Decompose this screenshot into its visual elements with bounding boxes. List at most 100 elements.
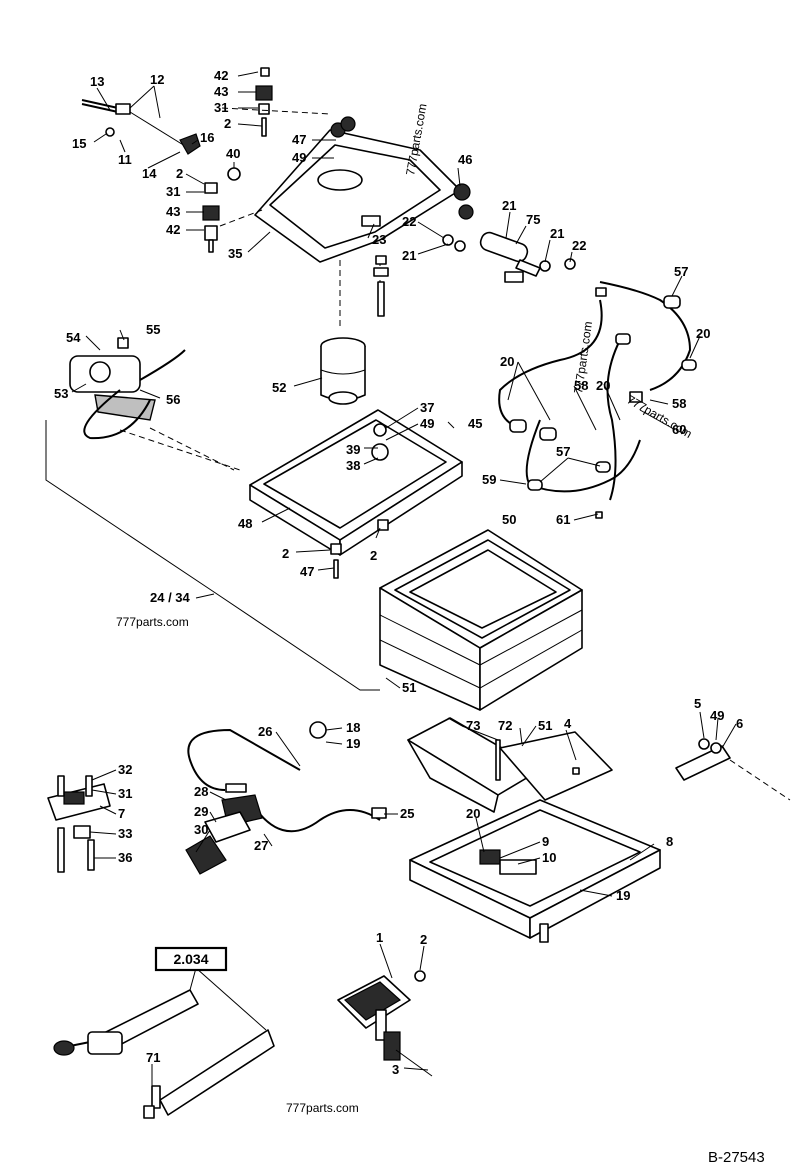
callout-56: 56 xyxy=(166,392,180,407)
callout-1: 1 xyxy=(376,930,383,945)
callout-2: 2 xyxy=(224,116,231,131)
callout-leaders xyxy=(71,71,737,1086)
callout-47: 47 xyxy=(300,564,314,579)
fastener-stack-top xyxy=(255,67,273,137)
callout-21: 21 xyxy=(502,198,516,213)
drawing-code: B-27543 xyxy=(708,1149,765,1166)
callout-31: 31 xyxy=(166,184,180,199)
pedal-assembly xyxy=(185,794,263,875)
callout-16: 16 xyxy=(200,130,214,145)
callout-31: 31 xyxy=(214,100,228,115)
cable-lever-assembly xyxy=(81,99,201,155)
callout-10: 10 xyxy=(542,850,556,865)
callout-58: 58 xyxy=(672,396,686,411)
callout-48: 48 xyxy=(238,516,252,531)
callout-51: 51 xyxy=(402,680,416,695)
callout-46: 46 xyxy=(458,152,472,167)
callout-55: 55 xyxy=(146,322,160,337)
callout-23: 23 xyxy=(372,232,386,247)
callout-57: 57 xyxy=(556,444,570,459)
assembly-guide-lines xyxy=(45,420,380,691)
callout-12: 12 xyxy=(150,72,164,87)
callout-31: 31 xyxy=(118,786,132,801)
callout-61: 61 xyxy=(556,512,570,527)
callout-32: 32 xyxy=(118,762,132,777)
callout-14: 14 xyxy=(142,166,157,181)
callout-36: 36 xyxy=(118,850,132,865)
adjustment-cable xyxy=(187,721,387,833)
callout-20: 20 xyxy=(466,806,480,821)
seat-slide-frame xyxy=(409,799,661,943)
lower-suspension-base xyxy=(119,409,463,579)
callout-13: 13 xyxy=(90,74,104,89)
seat-plate xyxy=(499,731,613,801)
lever-mechanism xyxy=(337,970,433,1077)
callout-30: 30 xyxy=(194,822,208,837)
callout-50: 50 xyxy=(502,512,516,527)
callout-37: 37 xyxy=(420,400,434,415)
callout-51: 51 xyxy=(538,718,552,733)
bolt-stack-center xyxy=(373,255,389,317)
shock-absorber xyxy=(442,231,576,283)
callout-2: 2 xyxy=(370,548,377,563)
callout-26: 26 xyxy=(258,724,272,739)
callout-11: 11 xyxy=(118,152,132,167)
callout-20: 20 xyxy=(500,354,514,369)
callout-40: 40 xyxy=(226,146,240,161)
callout-7: 7 xyxy=(118,806,125,821)
wiring-harness xyxy=(498,281,697,519)
callout-43: 43 xyxy=(214,84,228,99)
bracket-assembly xyxy=(47,775,111,873)
reference-box-label: 2.034 xyxy=(173,951,208,967)
callout-33: 33 xyxy=(118,826,132,841)
callout-22: 22 xyxy=(402,214,416,229)
air-spring xyxy=(320,337,366,405)
slide-rail-assembly xyxy=(53,989,275,1119)
callout-75: 75 xyxy=(526,212,540,227)
callout-3: 3 xyxy=(392,1062,399,1077)
callout-71: 71 xyxy=(146,1050,160,1065)
callout-49: 49 xyxy=(292,150,306,165)
upper-suspension-frame xyxy=(219,107,474,330)
callout-58: 58 xyxy=(574,378,588,393)
callout-19: 19 xyxy=(346,736,360,751)
reference-box: 2.034 xyxy=(154,946,228,972)
callout-19: 19 xyxy=(616,888,630,903)
callout-4: 4 xyxy=(564,716,572,731)
callout-73: 73 xyxy=(466,718,480,733)
callout-45: 45 xyxy=(468,416,482,431)
callout-9: 9 xyxy=(542,834,549,849)
callout-72: 72 xyxy=(498,718,512,733)
callout-8: 8 xyxy=(666,834,673,849)
callout-47: 47 xyxy=(292,132,306,147)
callout-52: 52 xyxy=(272,380,286,395)
callout-49: 49 xyxy=(710,708,724,723)
slide-bracket xyxy=(675,738,791,801)
fastener-stack-left xyxy=(202,182,220,253)
callout-20: 20 xyxy=(696,326,710,341)
callout-28: 28 xyxy=(194,784,208,799)
callout-59: 59 xyxy=(482,472,496,487)
callout-49: 49 xyxy=(420,416,434,431)
callout-27: 27 xyxy=(254,838,268,853)
callout-22: 22 xyxy=(572,238,586,253)
callout-29: 29 xyxy=(194,804,208,819)
compressor-motor xyxy=(69,337,186,440)
callout-20: 20 xyxy=(596,378,610,393)
callout-25: 25 xyxy=(400,806,414,821)
callout-42: 42 xyxy=(214,68,228,83)
callout-57: 57 xyxy=(674,264,688,279)
callout-35: 35 xyxy=(228,246,242,261)
callout-6: 6 xyxy=(736,716,743,731)
callout-2: 2 xyxy=(176,166,183,181)
watermark: 777parts.com xyxy=(286,1101,359,1115)
callout-18: 18 xyxy=(346,720,360,735)
callout-43: 43 xyxy=(166,204,180,219)
callout-54: 54 xyxy=(66,330,81,345)
callout-38: 38 xyxy=(346,458,360,473)
callout-15: 15 xyxy=(72,136,86,151)
watermark: 777parts.com xyxy=(571,320,595,394)
callout-24-34: 24 / 34 xyxy=(150,590,191,605)
